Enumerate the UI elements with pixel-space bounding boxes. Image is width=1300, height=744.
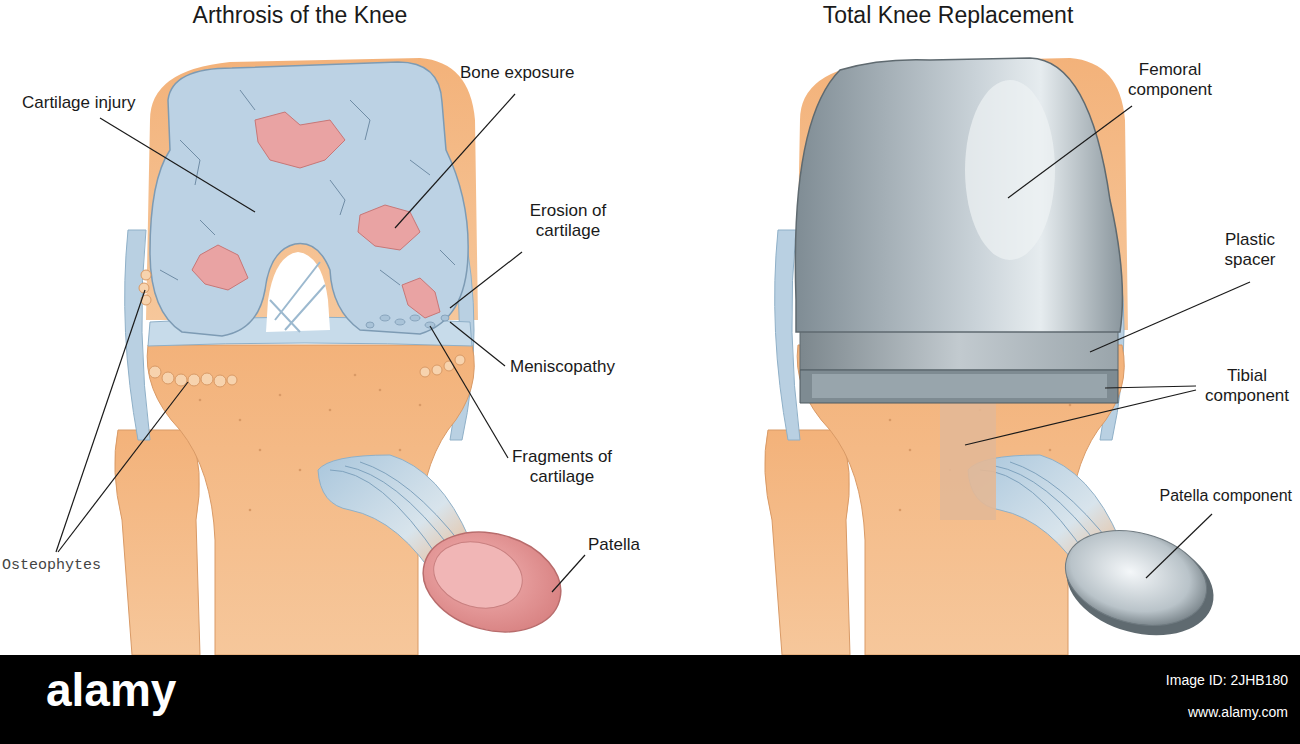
part-label: Femoral component	[1110, 60, 1230, 99]
part-label: Cartilage injury	[22, 93, 135, 113]
part-label: Plastic spacer	[1205, 230, 1295, 269]
watermark-url: www.alamy.com	[1188, 704, 1288, 720]
image-id: Image ID: 2JHB180	[1166, 672, 1288, 688]
watermark-logo: alamy	[46, 664, 176, 717]
part-label: Erosion of cartilage	[508, 201, 628, 240]
part-label: Bone exposure	[460, 63, 574, 83]
part-label: Tibial component	[1197, 366, 1297, 405]
part-label: Osteophytes	[2, 557, 101, 574]
part-label: Meniscopathy	[510, 357, 615, 377]
part-label: Patella	[588, 535, 640, 555]
part-label: Patella component	[1159, 487, 1292, 505]
part-label: Fragments of cartilage	[502, 447, 622, 486]
panel-title: Arthrosis of the Knee	[193, 2, 408, 28]
panel-title: Total Knee Replacement	[823, 2, 1074, 28]
